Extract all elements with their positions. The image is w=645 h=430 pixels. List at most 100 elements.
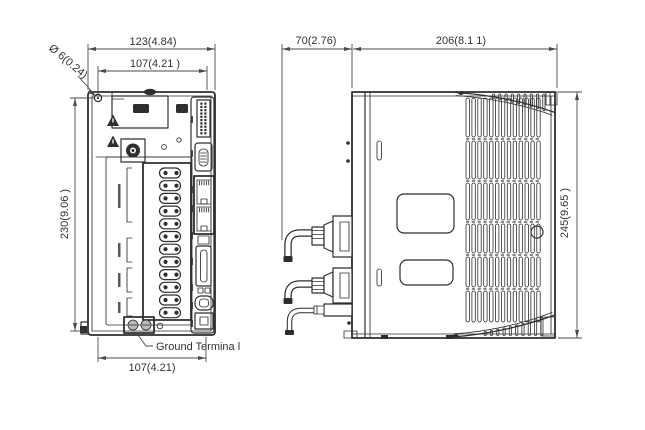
knob-frame xyxy=(120,138,146,163)
connector-2-ribs xyxy=(311,281,325,290)
cable-3-end xyxy=(285,330,294,335)
cable-2-inner xyxy=(285,281,314,299)
side-dimensions: 70(2.76) 206(8.1 1) 245(9.65 ) xyxy=(281,35,582,339)
ground-screw-1-ring xyxy=(127,319,139,331)
side-screw-dot-2 xyxy=(346,159,350,163)
bottom-right-corner-box xyxy=(540,316,556,337)
ground-terminal-callout: Ground Termina l xyxy=(137,334,240,353)
encoder-connector xyxy=(194,295,214,311)
tiny-connector-2 xyxy=(204,287,211,294)
display-window xyxy=(111,95,169,129)
small-connector xyxy=(197,235,210,245)
side-bottom-tab-2 xyxy=(446,335,454,339)
dim-height-mount: 230(9.06 ) xyxy=(59,97,94,332)
knob-center xyxy=(131,149,135,152)
connector-2-window xyxy=(339,272,350,299)
panel-screw xyxy=(176,137,182,143)
dim-side-height: 245(9.65 ) xyxy=(558,91,582,339)
ground-area-screw xyxy=(156,322,164,330)
ground-terminal xyxy=(123,316,164,334)
model-mark xyxy=(176,104,188,113)
bracket-1-label-mark xyxy=(118,184,121,208)
encoder-connector-slot xyxy=(199,298,209,308)
dim-hole-text: Ø 6(0.24) xyxy=(46,42,89,81)
ethernet-jack-1-tab xyxy=(200,198,208,205)
bottom-fin-curve-outer xyxy=(451,314,556,338)
dim-depth-body-text: 206(8.1 1) xyxy=(436,35,486,47)
pin-header-connector xyxy=(196,99,211,138)
heatsink-vents xyxy=(451,91,558,338)
io-connector xyxy=(195,245,212,287)
connector-3-nose xyxy=(313,305,325,315)
cable-1-end xyxy=(283,256,293,262)
connector-1-clamp xyxy=(311,226,325,246)
mounting-hole-center xyxy=(96,96,100,100)
side-screw-dot-1 xyxy=(346,141,350,145)
top-fin-start-dot xyxy=(458,91,464,95)
bottom-fin-start-dot xyxy=(453,334,459,338)
ground-screw-2-ring xyxy=(140,319,152,331)
mini-usb-slot xyxy=(198,148,209,167)
side-hole xyxy=(530,225,544,239)
top-right-corner-box xyxy=(545,91,558,106)
ground-terminal-block xyxy=(123,316,155,334)
front-view xyxy=(80,88,216,336)
connector-3-body xyxy=(323,303,353,317)
dim-width-mount: 107(4.21 ) xyxy=(97,58,208,94)
bottom-square-connector xyxy=(194,312,214,330)
dim-width-total: 123(4.84) xyxy=(87,36,216,90)
mounting-hole xyxy=(93,93,103,103)
top-fin-curve-inner xyxy=(455,95,553,116)
bracket-4-label-mark xyxy=(118,302,121,313)
side-cables xyxy=(283,229,316,335)
dim-depth-front: 70(2.76) xyxy=(281,35,353,240)
terminal-screws xyxy=(158,167,182,319)
connector-1-window xyxy=(339,221,350,252)
cable-2-end xyxy=(283,298,293,304)
dim-width-total-text: 123(4.84) xyxy=(129,36,176,48)
side-body xyxy=(343,91,556,339)
side-cutout-1 xyxy=(396,193,455,234)
bottom-fin-curve-inner xyxy=(451,312,553,335)
side-view xyxy=(283,91,558,339)
ground-terminal-label: Ground Termina l xyxy=(156,341,240,353)
ethernet-jack-housing xyxy=(193,175,215,235)
dim-height-mount-text: 230(9.06 ) xyxy=(59,189,71,239)
dim-width-mount-text: 107(4.21 ) xyxy=(130,58,180,70)
bracket-3-label-mark xyxy=(118,273,121,287)
vent-band-separators xyxy=(466,138,540,290)
terminal-area xyxy=(105,156,193,326)
bracket-3 xyxy=(126,267,133,293)
side-slot-1 xyxy=(376,140,382,161)
connector-1-nose xyxy=(323,220,334,253)
terminal-group-brackets xyxy=(118,167,133,317)
cable-1-inner xyxy=(285,230,314,257)
cable-3-inner xyxy=(287,308,316,331)
side-bottom-tab-1 xyxy=(381,335,388,339)
bracket-2 xyxy=(126,237,133,263)
ethernet-jack-pins xyxy=(199,180,210,213)
dim-width-bottom: 107(4.21) xyxy=(97,337,207,374)
display-panel xyxy=(95,95,192,158)
dim-depth-front-text: 70(2.76) xyxy=(296,35,337,47)
top-latch xyxy=(144,88,156,96)
connector-2-nose xyxy=(323,271,334,298)
mini-usb-connector xyxy=(194,142,213,172)
side-connectors xyxy=(311,215,353,317)
bracket-1 xyxy=(126,167,133,223)
side-foot xyxy=(343,330,358,339)
panel-screw-2 xyxy=(161,144,167,150)
side-screw-dot-3 xyxy=(347,321,351,325)
bracket-4 xyxy=(126,297,133,317)
bottom-square-slot xyxy=(199,316,209,326)
brand-logo-mark xyxy=(133,104,149,113)
control-knob xyxy=(120,138,167,163)
connector-1-ribs xyxy=(311,230,325,239)
side-cutout-2 xyxy=(399,259,454,286)
warning-triangle-icon xyxy=(107,114,119,147)
dim-depth-body: 206(8.1 1) xyxy=(353,35,558,88)
ethernet-jack-2-tab xyxy=(200,225,208,232)
bracket-2-label-mark xyxy=(118,243,121,257)
